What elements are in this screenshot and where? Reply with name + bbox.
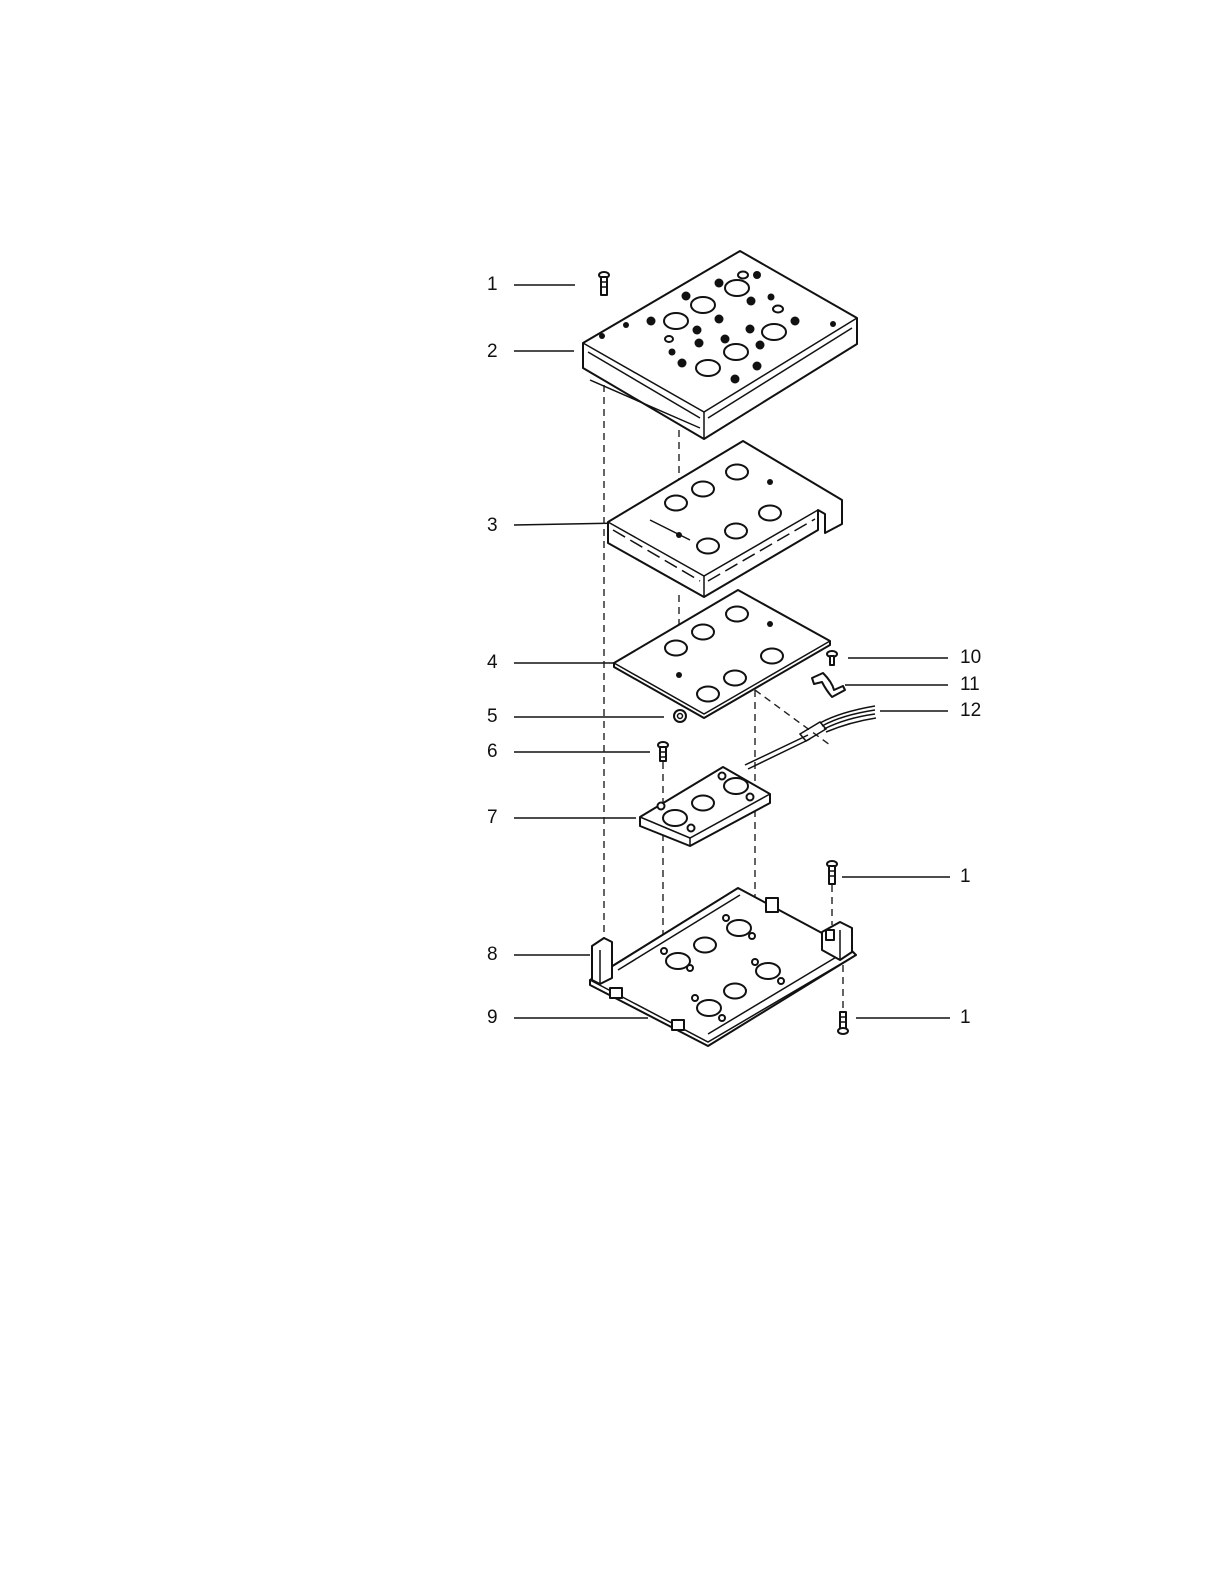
callout-10: 10 bbox=[960, 647, 981, 669]
callout-2: 2 bbox=[487, 341, 498, 363]
leader-3 bbox=[514, 523, 622, 525]
callout-6: 6 bbox=[487, 741, 498, 763]
callout-4: 4 bbox=[487, 652, 498, 674]
callout-5: 5 bbox=[487, 706, 498, 728]
callout-3: 3 bbox=[487, 515, 498, 537]
sensor-cable-part-12 bbox=[745, 706, 876, 769]
screw-part-1-bottom bbox=[838, 1012, 848, 1034]
screw-part-10 bbox=[827, 651, 837, 665]
small-block-part-7 bbox=[640, 767, 770, 846]
callout-7: 7 bbox=[487, 807, 498, 829]
clamp-part-11 bbox=[812, 673, 845, 697]
callout-12: 12 bbox=[960, 700, 981, 722]
valve-body-block bbox=[583, 251, 857, 439]
callout-8: 8 bbox=[487, 944, 498, 966]
screw-part-1-middle bbox=[827, 861, 837, 884]
callout-1-middle: 1 bbox=[960, 866, 971, 888]
thin-plate bbox=[614, 590, 830, 718]
base-tray-part-9 bbox=[590, 888, 856, 1046]
gasket-plate bbox=[608, 441, 842, 597]
callout-9: 9 bbox=[487, 1007, 498, 1029]
callout-1-bottom: 1 bbox=[960, 1007, 971, 1029]
nut-part-5 bbox=[674, 710, 686, 722]
screw-part-1-top bbox=[599, 272, 609, 295]
callout-1-top: 1 bbox=[487, 274, 498, 296]
axis-sensor-diagonal bbox=[755, 690, 830, 745]
screw-part-6 bbox=[658, 742, 668, 761]
callout-11: 11 bbox=[960, 674, 980, 696]
